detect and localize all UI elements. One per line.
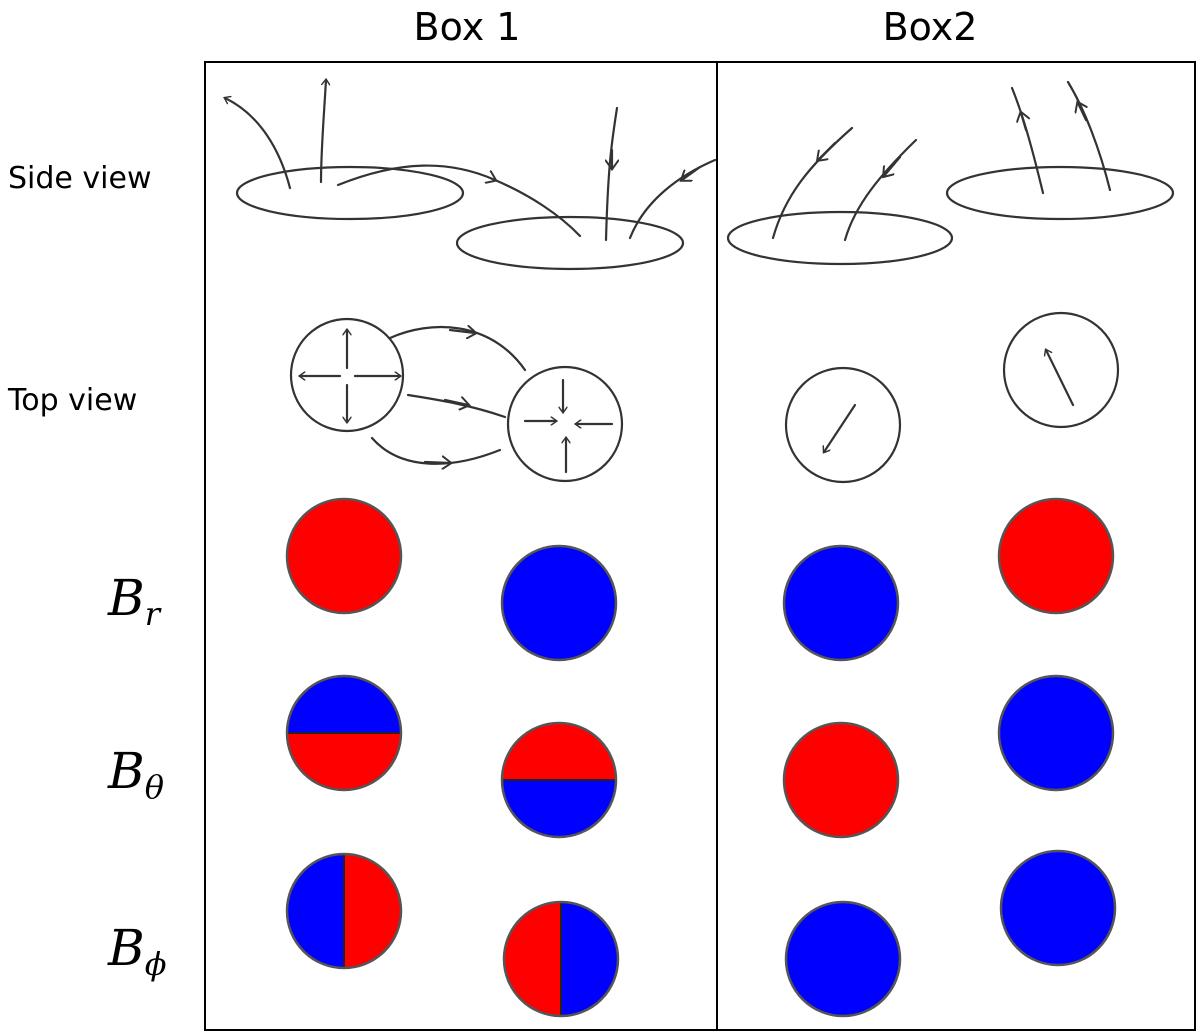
box2-br-row	[782, 497, 1115, 662]
box1-bphi-row	[285, 852, 620, 1018]
box2-frame	[716, 61, 1196, 1031]
box2-top-left-arrow	[824, 403, 857, 452]
bphi-label-base: B	[107, 919, 145, 977]
box1-side-view	[225, 80, 717, 271]
btheta-label: Bθ	[107, 742, 164, 806]
box1-side-right-ellipse	[455, 215, 685, 271]
box1-top-view	[289, 317, 624, 483]
box2-side-right-ellipse	[945, 165, 1175, 221]
box2-top-view	[784, 311, 1120, 484]
box2-top-left-circle	[784, 366, 902, 484]
box2-br-disc-left	[784, 546, 898, 660]
box1-side-fieldline-4	[493, 178, 582, 238]
box1-bphi-left-right-half	[344, 854, 401, 968]
box1-header: Box 1	[414, 5, 521, 49]
box2-side-view	[726, 80, 1175, 266]
box2-side-fieldline-2	[843, 138, 918, 242]
box1-bphi-right-left-half	[504, 902, 561, 1016]
box1-top-connector-lower	[370, 436, 502, 465]
box2-side-fieldline-4	[1066, 80, 1112, 192]
box1-top-connector-middle	[406, 393, 507, 419]
box1-side-fieldline-5	[604, 106, 619, 242]
box1-bphi-right-right-half	[561, 902, 618, 1016]
box1-bphi-left-left-half	[287, 854, 344, 968]
box1-side-fieldline-3	[336, 164, 495, 187]
box2-btheta-disc-left-edge	[782, 721, 900, 839]
box2-btheta-row	[782, 674, 1115, 839]
br-label-sub: r	[145, 595, 162, 633]
box1-frame	[204, 61, 718, 1031]
box1-top-connector-upper	[388, 325, 527, 372]
box2-br-disc-right	[999, 499, 1113, 613]
box2-br-disc-right-edge	[997, 497, 1115, 615]
box2-side-fieldline-3	[1010, 86, 1045, 195]
box1-top-connector-upper-arrow	[448, 330, 475, 333]
box2-btheta-disc-right-edge	[997, 674, 1115, 792]
box2-top-right-arrow	[1046, 350, 1075, 407]
box1-btheta-right-bottom-half	[502, 780, 616, 837]
box1-br-row	[285, 497, 618, 662]
box2-top-right-circle	[1002, 311, 1120, 429]
box1-side-fieldline-2	[319, 80, 326, 184]
side-view-label: Side view	[8, 161, 152, 196]
btheta-label-sub: θ	[145, 768, 164, 806]
box1-top-right-circle	[506, 365, 624, 483]
box2-bphi-row	[784, 849, 1117, 1018]
btheta-label-base: B	[107, 742, 145, 800]
box1-btheta-left-top-half	[287, 676, 401, 733]
box1-top-connector-lower-arrow	[423, 462, 450, 463]
box2-br-disc-left-edge	[782, 544, 900, 662]
box2-bphi-disc-left-edge	[784, 900, 902, 1018]
box1-top-left-circle	[289, 317, 405, 433]
bphi-label: Bϕ	[107, 919, 167, 983]
box2-btheta-disc-left	[784, 723, 898, 837]
box2-side-fieldline-1-arrow	[818, 141, 837, 160]
box1-side-fieldline-1	[225, 98, 292, 190]
box1-btheta-row	[285, 674, 618, 839]
box2-side-fieldline-4-arrow	[1078, 103, 1086, 122]
box1-btheta-right-edge	[500, 721, 618, 839]
box2-btheta-disc-right	[999, 676, 1113, 790]
box2-side-fieldline-1	[771, 126, 854, 240]
box1-br-disc-right-edge	[500, 544, 618, 662]
box2-side-left-ellipse	[726, 210, 954, 266]
box2-bphi-disc-left	[786, 902, 900, 1016]
box1-btheta-left-bottom-half	[287, 733, 401, 790]
top-view-label: Top view	[7, 383, 137, 418]
box2-bphi-disc-right	[1001, 851, 1115, 965]
box1-bphi-right-edge	[502, 900, 620, 1018]
box2-side-fieldline-2-arrow	[884, 155, 902, 176]
box1-side-fieldline-6	[628, 158, 717, 240]
box2-header: Box2	[883, 5, 978, 49]
box1-br-disc-right	[502, 546, 616, 660]
box1-btheta-left-edge	[285, 674, 403, 792]
br-label: Br	[107, 569, 162, 633]
br-label-base: B	[107, 569, 145, 627]
box2-bphi-disc-right-edge	[999, 849, 1117, 967]
bphi-label-sub: ϕ	[145, 945, 167, 983]
box1-side-fieldline-6-arrow	[682, 165, 702, 180]
box2-side-fieldline-3-arrow	[1021, 113, 1026, 132]
box1-bphi-left-edge	[285, 852, 403, 970]
box1-top-connector-middle-arrow	[443, 400, 468, 405]
box1-btheta-right-top-half	[502, 723, 616, 780]
box1-br-disc-left	[287, 499, 401, 613]
box1-side-left-ellipse	[235, 165, 465, 221]
box1-br-disc-left-edge	[285, 497, 403, 615]
